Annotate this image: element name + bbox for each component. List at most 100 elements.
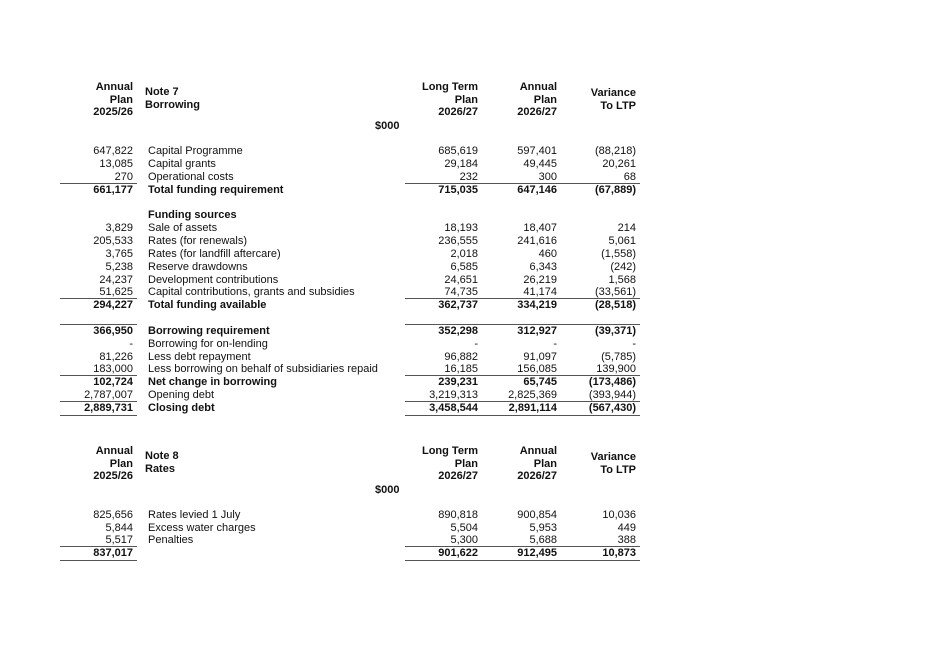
value-annual-plan: -: [553, 337, 557, 350]
value-annual-plan: 41,174: [523, 286, 557, 299]
value-variance: 10,873: [602, 547, 636, 560]
note-number: Note 7: [145, 86, 179, 98]
rule-line: [405, 401, 640, 402]
value-annual-plan: 6,343: [529, 260, 557, 273]
value-annual-plan: 597,401: [517, 145, 557, 157]
value-annual-plan: 912,495: [517, 547, 557, 560]
rule-line: [405, 323, 640, 325]
value-annual-plan-prior: 3,765: [105, 247, 133, 260]
header-long-term-plan: 2026/27: [438, 470, 478, 482]
value-annual-plan: 49,445: [523, 157, 557, 170]
value-variance: 139,900: [596, 363, 636, 376]
value-annual-plan: 2,891,114: [508, 402, 557, 414]
value-annual-plan-prior: 24,237: [99, 273, 133, 286]
header-annual-plan: Annual: [519, 81, 557, 93]
value-annual-plan-prior: 5,238: [105, 260, 133, 273]
unit-label: $000: [375, 120, 400, 132]
rule-line: [405, 375, 640, 377]
row-label: Less debt repayment: [148, 350, 251, 363]
value-annual-plan: 300: [538, 170, 557, 183]
rule-line: [60, 323, 137, 325]
value-variance: (567,430): [588, 402, 636, 414]
header-long-term-plan: Long Term: [421, 81, 478, 93]
value-long-term-plan: 18,193: [444, 222, 478, 235]
value-variance: 20,261: [602, 157, 636, 170]
value-variance: 1,568: [608, 273, 636, 286]
value-long-term-plan: 74,735: [444, 286, 478, 299]
row-label: Rates levied 1 July: [148, 509, 241, 521]
value-annual-plan-prior: 366,950: [93, 324, 133, 337]
header-annual-plan: 2026/27: [517, 470, 557, 482]
value-annual-plan-prior: 661,177: [93, 183, 133, 196]
value-variance: 388: [617, 534, 636, 547]
row-label: Operational costs: [148, 170, 234, 183]
value-variance: (33,561): [595, 286, 636, 299]
row-label: Net change in borrowing: [148, 376, 277, 389]
header-annual-plan-prior: Plan: [109, 457, 133, 470]
row-label: Sale of assets: [148, 222, 218, 235]
rule-line: [60, 182, 137, 184]
row-label: Funding sources: [148, 209, 237, 222]
table-row: 81,226 Less debt repayment 96,882 91,097 (5,…: [0, 351, 934, 364]
note-title: Rates: [145, 463, 175, 475]
value-long-term-plan: 96,882: [444, 350, 478, 363]
value-annual-plan-prior: 837,017: [93, 547, 133, 560]
value-annual-plan: 91,097: [523, 350, 557, 363]
value-long-term-plan: 239,231: [438, 376, 478, 389]
header-annual-plan: Annual: [519, 445, 557, 457]
note-number: Note 8: [145, 450, 179, 462]
header-long-term-plan: Long Term: [421, 445, 478, 457]
header-annual-plan: 2026/27: [517, 106, 557, 118]
value-annual-plan-prior: -: [129, 337, 133, 350]
value-annual-plan-prior: 294,227: [93, 299, 133, 312]
value-long-term-plan: 16,185: [444, 363, 478, 376]
rule-line: [60, 375, 137, 377]
value-long-term-plan: 685,619: [438, 145, 478, 157]
rule-line: [405, 415, 640, 416]
row-label: Reserve drawdowns: [148, 260, 248, 273]
header-variance: Variance: [590, 451, 636, 463]
row-label: Penalties: [148, 534, 194, 547]
rule-line: [60, 298, 137, 300]
value-long-term-plan: 236,555: [438, 234, 478, 247]
value-annual-plan-prior: 3,829: [105, 222, 133, 235]
value-variance: -: [632, 337, 636, 350]
value-long-term-plan: 901,622: [438, 547, 478, 560]
row-label: Excess water charges: [148, 521, 256, 534]
value-variance: (28,518): [595, 299, 636, 312]
value-variance: (242): [610, 260, 636, 273]
value-variance: (173,486): [588, 376, 636, 389]
value-annual-plan-prior: 5,517: [105, 534, 133, 547]
header-annual-plan-prior: Annual: [95, 81, 133, 93]
value-long-term-plan: 5,504: [450, 521, 478, 534]
value-long-term-plan: 29,184: [444, 157, 478, 170]
rule-line: [60, 401, 137, 402]
value-annual-plan-prior: 81,226: [99, 350, 133, 363]
row-label: Total funding requirement: [148, 183, 284, 196]
value-annual-plan-prior: 51,625: [99, 286, 133, 299]
header-annual-plan-prior: 2025/26: [93, 470, 133, 482]
value-annual-plan-prior: 2,889,731: [84, 402, 133, 414]
value-annual-plan: 156,085: [517, 363, 557, 376]
value-variance: (5,785): [601, 350, 636, 363]
row-label: Rates (for landfill aftercare): [148, 247, 281, 260]
value-long-term-plan: 715,035: [438, 183, 478, 196]
value-annual-plan-prior: 183,000: [93, 363, 133, 376]
unit-label: $000: [375, 484, 400, 496]
value-variance: 214: [617, 222, 636, 235]
rule-line: [60, 415, 137, 416]
note-title: Borrowing: [145, 99, 200, 111]
row-label: Borrowing requirement: [148, 324, 270, 337]
